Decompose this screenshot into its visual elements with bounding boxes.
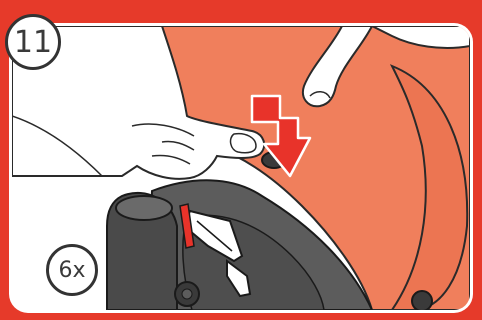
- quantity-label: 6x: [58, 258, 85, 283]
- step-number-badge: 11: [5, 14, 61, 70]
- rivet-bottom: [412, 291, 432, 310]
- quantity-badge: 6x: [46, 244, 98, 296]
- step-number: 11: [14, 25, 52, 60]
- tube-end: [116, 196, 172, 220]
